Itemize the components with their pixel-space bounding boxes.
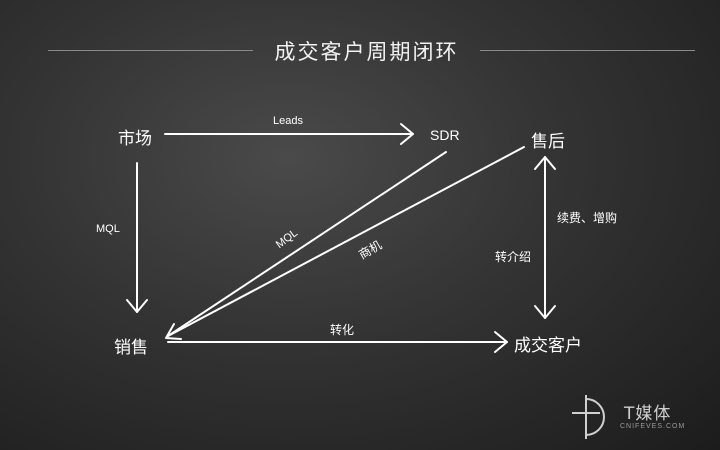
arrowhead-to-sales: [165, 323, 182, 340]
node-market: 市场: [118, 129, 152, 149]
node-aftersales: 售后: [531, 132, 565, 152]
edge-label-renewal: 续费、增购: [557, 211, 618, 225]
arrowhead-sales-to-customer: [494, 331, 508, 353]
title-rule-right: [480, 50, 695, 51]
title-rule-left: [48, 50, 253, 51]
arrow-aftersales-to-sales: [167, 146, 525, 337]
node-customer: 成交客户: [514, 336, 582, 356]
node-sdr: SDR: [430, 127, 460, 143]
arrowhead-market-to-sdr: [400, 123, 414, 145]
edge-label-conversion: 转化: [330, 323, 355, 337]
arrowhead-market-to-sales: [126, 299, 148, 313]
arrowhead-up-aftersales: [534, 156, 556, 170]
watermark-subtext: CNIFEVES.COM: [620, 423, 686, 430]
arrowhead-down-customer: [534, 305, 556, 319]
page-title: 成交客户周期闭环: [274, 40, 459, 64]
arrow-sdr-to-sales: [167, 151, 447, 337]
edge-label-leads: Leads: [273, 115, 303, 127]
edge-label-mql-vertical: MQL: [96, 223, 120, 235]
edge-label-referral: 转介绍: [495, 250, 532, 264]
node-sales: 销售: [114, 338, 148, 358]
watermark-logo: T媒体 CNIFEVES.COM: [570, 393, 710, 441]
watermark-mark-icon: [572, 395, 605, 439]
watermark-text: T媒体: [624, 404, 672, 424]
